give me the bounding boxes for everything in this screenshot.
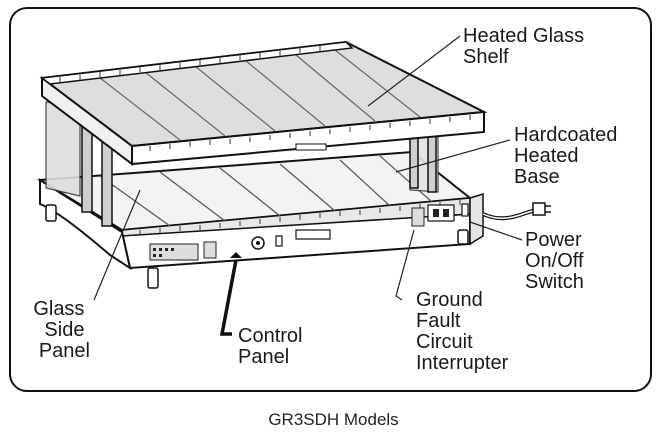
- leader-glass-shelf: [367, 35, 461, 107]
- label-power-switch: Power On/Off Switch: [525, 229, 589, 293]
- diagram-frame: [9, 7, 652, 392]
- base-left-end: [39, 178, 132, 271]
- leader-base: [395, 139, 511, 173]
- label-base: Hardcoated Heated Base: [514, 124, 623, 188]
- glass-shelf-frame-left: [41, 75, 133, 167]
- leader-lines: [93, 35, 523, 301]
- base-right-end: [469, 192, 484, 246]
- power-plug: [532, 202, 546, 216]
- leader-gfci: [395, 229, 415, 301]
- figure-caption: GR3SDH Models: [268, 410, 399, 429]
- label-gfci: Ground Fault Circuit Interrupter: [416, 289, 509, 374]
- leader-power-switch: [469, 221, 523, 241]
- control-panel-arrow: [219, 259, 238, 336]
- unit-feet: [45, 204, 469, 289]
- label-glass-shelf: Heated Glass Shelf: [463, 25, 590, 68]
- label-side-panel: Glass Side Panel: [33, 298, 90, 362]
- gfci-elements: [411, 203, 469, 227]
- glass-shelf-ticks: [59, 46, 471, 151]
- leader-side-panel: [93, 189, 141, 301]
- glass-shelf-lines: [94, 45, 421, 141]
- label-control-panel: Control Panel: [238, 325, 308, 368]
- control-panel-elements: [149, 229, 331, 261]
